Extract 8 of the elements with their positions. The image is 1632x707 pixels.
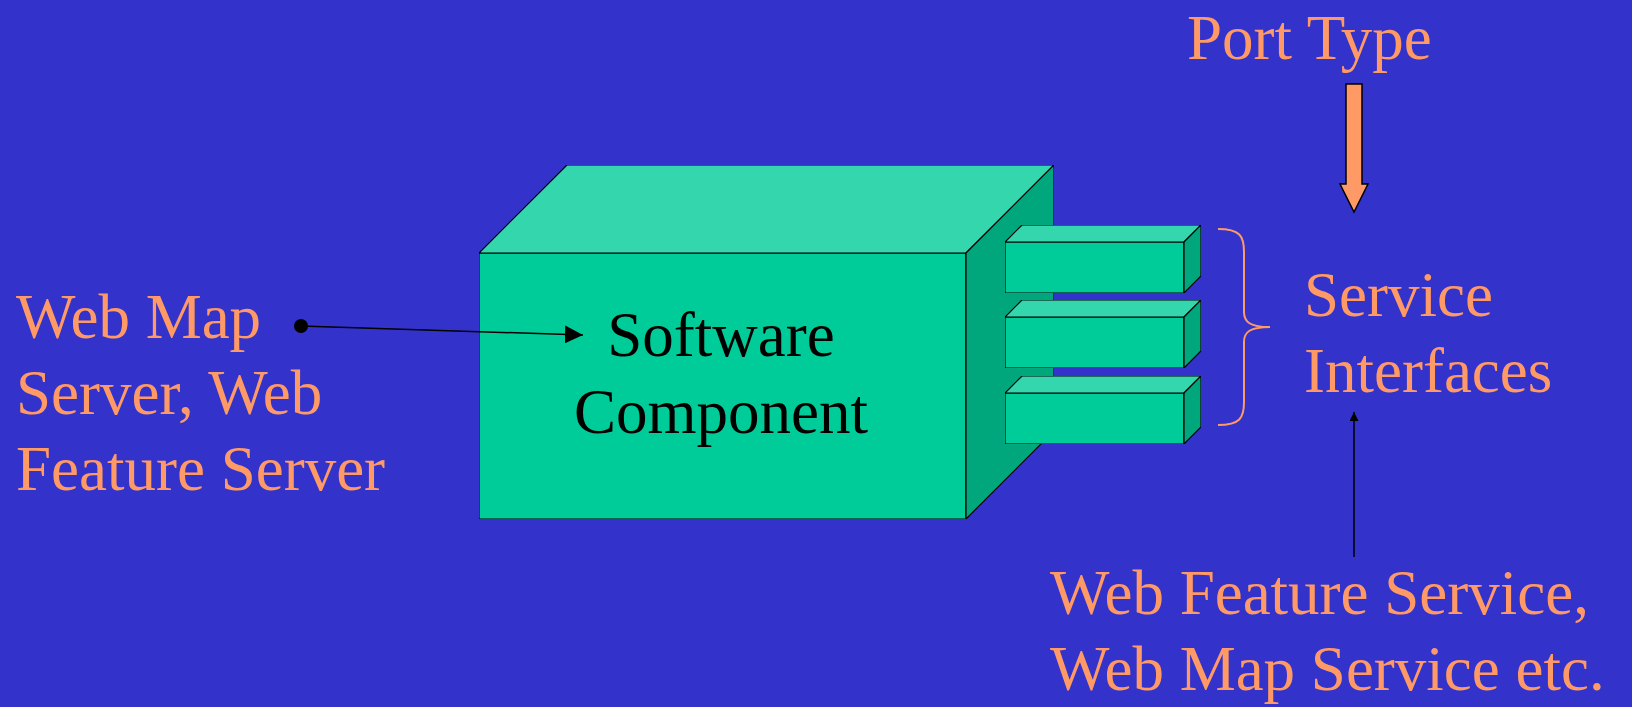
text-label: Port Type: [1187, 2, 1433, 75]
component-label: Software Component: [573, 299, 869, 449]
text-label: Web Map Server, Web Feature Server: [16, 281, 387, 506]
text-label: Service Interfaces: [1304, 259, 1554, 408]
block-arrow: [1338, 83, 1370, 214]
arrow: [294, 319, 584, 344]
arrow: [1349, 411, 1359, 558]
text-label: Web Feature Service, Web Map Service etc.: [1050, 557, 1606, 706]
